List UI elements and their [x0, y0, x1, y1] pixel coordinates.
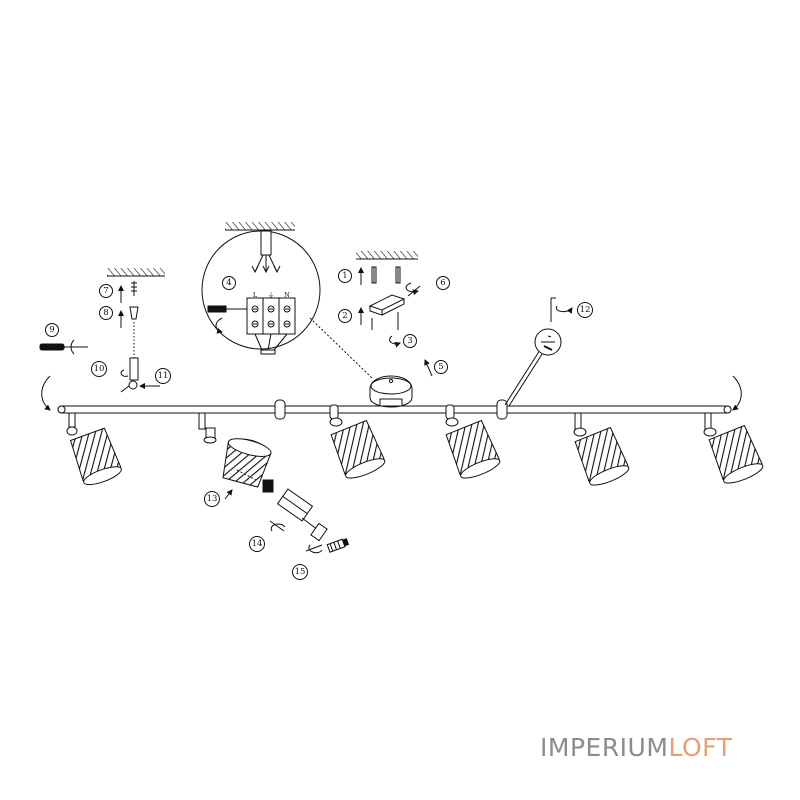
- wiring-inset: [201, 222, 373, 379]
- step-label-4: 4: [226, 278, 231, 288]
- spotlight-6: [703, 412, 764, 484]
- step-label-8: 8: [103, 308, 108, 318]
- step-marker-4: [222, 276, 236, 290]
- step-label-10: 10: [94, 364, 105, 374]
- step-marker-3: [403, 334, 417, 348]
- step-label-13: 13: [207, 494, 218, 504]
- step-marker-11: [155, 368, 171, 384]
- spotlight-1: [66, 412, 122, 486]
- end-support-group: [39, 268, 165, 393]
- step-label-11: 11: [158, 371, 169, 381]
- step-marker-14: [249, 536, 265, 552]
- step-label-7: 7: [103, 286, 108, 296]
- step-marker-7: [99, 284, 113, 298]
- rotate-arrow-right: [732, 375, 742, 411]
- mounting-bracket-group: [356, 251, 433, 377]
- step-label-2: 2: [342, 311, 347, 321]
- spotlight-3: [329, 404, 386, 479]
- step-marker-12: [577, 302, 593, 318]
- terminal-label-earth: ⏚: [268, 291, 275, 299]
- step-label-14: 14: [252, 539, 263, 549]
- brand-logo: IMPERIUMLOFT: [540, 733, 732, 762]
- step-label-15: 15: [295, 567, 306, 577]
- step-marker-8: [99, 306, 113, 320]
- step-marker-6: [436, 276, 450, 290]
- step-marker-5: [434, 360, 448, 374]
- step-labels: 1 2 3 4 5 6 7 8 9 10 11 12 13 14 15: [49, 271, 590, 577]
- step-label-6: 6: [440, 278, 445, 288]
- canopy: [369, 375, 413, 408]
- step-marker-15: [292, 564, 308, 580]
- main-bar: [57, 399, 732, 420]
- terminal-label-live: L: [253, 291, 258, 299]
- spotlight-2-exploded: [198, 412, 350, 554]
- brand-name-part2: LOFT: [668, 733, 733, 762]
- step-marker-1: [338, 269, 352, 283]
- step-marker-9: [45, 323, 59, 337]
- step-label-12: 12: [580, 305, 591, 315]
- spotlight-4: [445, 404, 501, 479]
- step-marker-10: [91, 361, 107, 377]
- step-label-1: 1: [342, 271, 347, 281]
- rotate-arrow-left: [41, 375, 51, 411]
- step-label-9: 9: [49, 325, 54, 335]
- terminal-label-neutral: N: [284, 291, 290, 299]
- step-label-3: 3: [407, 336, 412, 346]
- step-label-5: 5: [438, 362, 443, 372]
- spotlight-5: [573, 412, 630, 486]
- rotation-arm: [504, 297, 573, 407]
- step-markers: [45, 269, 593, 580]
- brand-name-part1: IMPERIUM: [540, 733, 669, 762]
- step-marker-2: [338, 309, 352, 323]
- step-marker-13: [204, 491, 220, 507]
